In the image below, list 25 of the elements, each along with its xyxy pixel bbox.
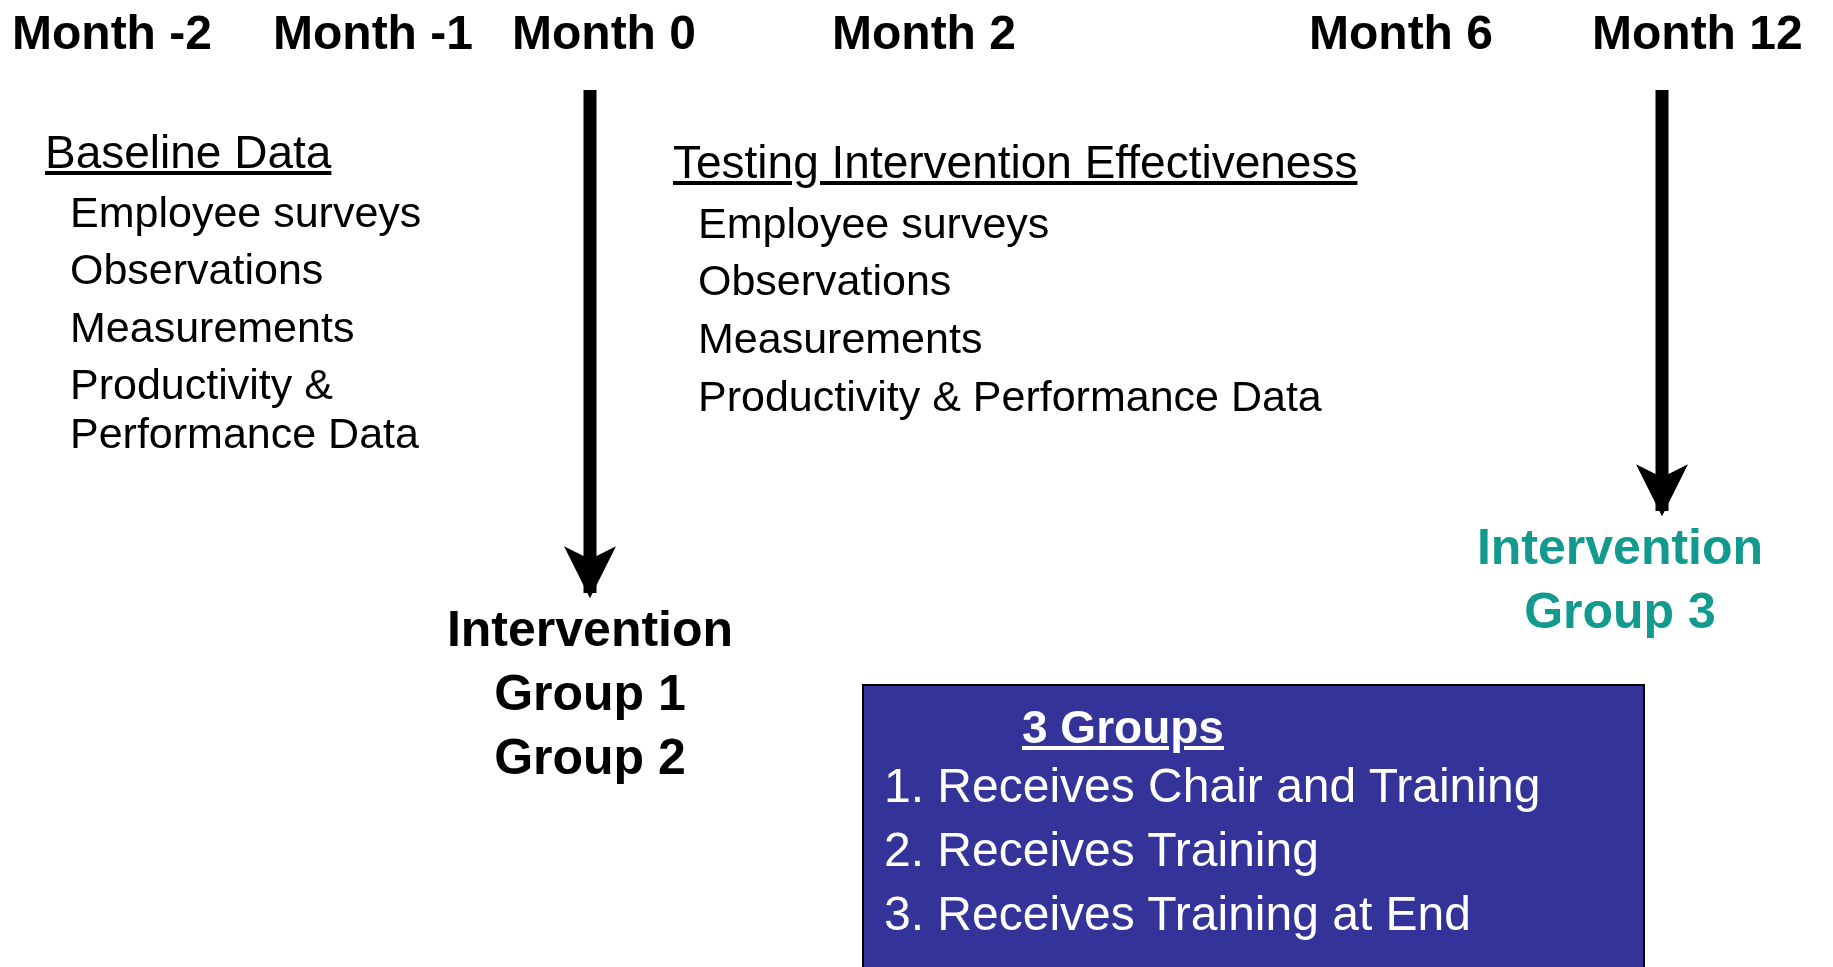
list-item: 1. Receives Chair and Training bbox=[884, 758, 1542, 814]
list-item: Observations bbox=[698, 256, 952, 305]
month-label: Month 6 bbox=[1309, 5, 1493, 60]
panel-heading: 3 Groups bbox=[1021, 700, 1225, 754]
list-item: Productivity & Performance Data bbox=[698, 372, 1323, 421]
list-item: Employee surveys bbox=[70, 188, 422, 237]
arrow bbox=[1636, 90, 1688, 517]
month-label: Month 2 bbox=[832, 5, 1016, 60]
list-item: 2. Receives Training bbox=[884, 822, 1320, 878]
groups-panel bbox=[862, 684, 1645, 967]
list-item: Measurements bbox=[698, 314, 983, 363]
list-item: 3. Receives Training at End bbox=[884, 886, 1472, 942]
month-label: Month -2 bbox=[12, 5, 212, 60]
month-label: Month 0 bbox=[512, 5, 722, 60]
month-label: Month 12 bbox=[1592, 5, 1832, 60]
list-item: Employee surveys bbox=[698, 199, 1050, 248]
group-label: Intervention Group 3 bbox=[1440, 515, 1800, 643]
month-label: Month -1 bbox=[273, 5, 473, 60]
list-item: Productivity & Performance Data bbox=[70, 360, 420, 458]
section-heading: Testing Intervention Effectiveness bbox=[673, 135, 1358, 189]
section-heading: Baseline Data bbox=[45, 125, 332, 179]
list-item: Observations bbox=[70, 245, 324, 294]
group-label: Intervention Group 1 Group 2 bbox=[420, 597, 760, 789]
arrow bbox=[564, 90, 616, 599]
list-item: Measurements bbox=[70, 303, 355, 352]
